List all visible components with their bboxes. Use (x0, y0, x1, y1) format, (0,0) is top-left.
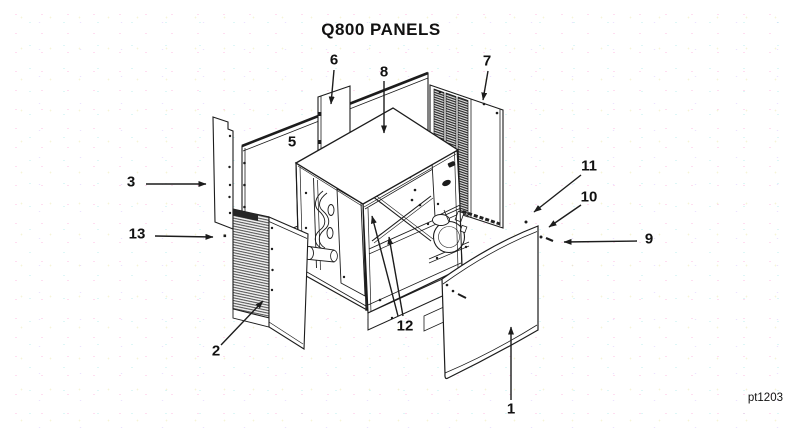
callout-8-label: 8 (379, 63, 389, 81)
callout-12-label: 12 (396, 317, 414, 335)
callout-10-arrow (548, 204, 582, 228)
callout-9-label: 9 (644, 230, 654, 248)
cabinet-left-face (295, 161, 368, 312)
callout-12-arrow-b (387, 236, 404, 317)
screw-10 (539, 235, 543, 239)
callout-12-arrow-a (370, 215, 399, 317)
left-side-panel-3 (212, 116, 234, 230)
callout-7-label: 7 (482, 52, 492, 70)
screw-9 (545, 236, 554, 243)
corner-cross-brace (371, 193, 434, 244)
callout-3-label: 3 (126, 173, 136, 191)
cabinet (294, 107, 470, 332)
callout-9-arrow (563, 238, 638, 245)
callout-1-label: 1 (506, 400, 516, 418)
callout-11-arrow (533, 174, 582, 213)
callout-13-label: 13 (128, 225, 146, 243)
callout-5-label: 5 (287, 133, 297, 151)
callout-2-label: 2 (211, 342, 221, 360)
screw-13 (223, 234, 227, 238)
page-title: Q800 PANELS (321, 20, 441, 39)
loose-screws (223, 220, 554, 243)
screw-11 (524, 220, 528, 224)
base-skirt (367, 269, 463, 332)
callout-13-arrow (154, 233, 214, 240)
callout-10-label: 10 (580, 188, 598, 206)
front-panel-1 (441, 225, 539, 380)
figure-code: pt1203 (747, 392, 783, 404)
callout-arrows (146, 69, 638, 400)
callout-6-label: 6 (329, 51, 339, 69)
front-left-louvered-panel-2 (232, 208, 309, 350)
callout-7-arrow (481, 70, 489, 101)
callout-2-arrow (220, 300, 264, 346)
corner-posts (295, 149, 463, 314)
callout-11-label: 11 (581, 157, 597, 175)
callout-6-arrow (328, 69, 335, 105)
